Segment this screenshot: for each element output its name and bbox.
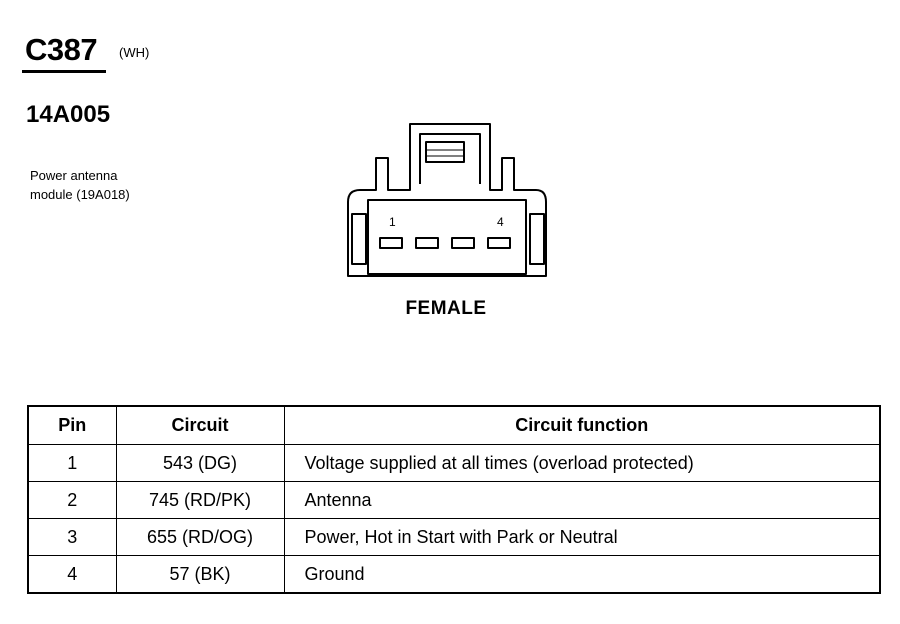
connector-color: (WH) bbox=[119, 45, 150, 60]
header-pin: Pin bbox=[27, 405, 117, 445]
function-cell: Ground bbox=[283, 555, 881, 594]
latch-lock-tab bbox=[425, 141, 465, 163]
header-circuit: Circuit bbox=[115, 405, 285, 445]
connector-gender: FEMALE bbox=[405, 298, 487, 319]
connector-code-underline bbox=[22, 70, 106, 73]
pin-cell: 2 bbox=[27, 481, 117, 519]
pin-label-first: 1 bbox=[389, 215, 396, 229]
pin-cell: 4 bbox=[27, 555, 117, 594]
connector-inner-face bbox=[367, 199, 527, 275]
function-cell: Voltage supplied at all times (overload … bbox=[283, 444, 881, 482]
circuit-cell: 745 (RD/PK) bbox=[115, 481, 285, 519]
part-number: 14A005 bbox=[26, 101, 111, 128]
terminal-cavity-2 bbox=[415, 237, 439, 249]
connector-code: C387 bbox=[25, 32, 98, 67]
header-circuit-function: Circuit function bbox=[283, 405, 881, 445]
table-row: 1 543 (DG) Voltage supplied at all times… bbox=[27, 444, 881, 482]
table-row: 2 745 (RD/PK) Antenna bbox=[27, 481, 881, 519]
connector-latch bbox=[419, 133, 481, 184]
pin-cell: 3 bbox=[27, 518, 117, 556]
circuit-cell: 57 (BK) bbox=[115, 555, 285, 594]
connector-description: Power antenna module (19A018) bbox=[30, 166, 130, 204]
circuit-cell: 655 (RD/OG) bbox=[115, 518, 285, 556]
connector-face-diagram: 1 4 bbox=[347, 123, 547, 277]
pin-label-last: 4 bbox=[497, 215, 504, 229]
table-row: 3 655 (RD/OG) Power, Hot in Start with P… bbox=[27, 518, 881, 556]
pin-table: Pin Circuit Circuit function 1 543 (DG) … bbox=[27, 405, 881, 594]
right-side-rib bbox=[529, 213, 545, 265]
function-cell: Antenna bbox=[283, 481, 881, 519]
terminal-cavity-1 bbox=[379, 237, 403, 249]
description-line-1: Power antenna bbox=[30, 168, 118, 183]
left-side-rib bbox=[351, 213, 367, 265]
terminal-cavity-3 bbox=[451, 237, 475, 249]
terminal-cavity-4 bbox=[487, 237, 511, 249]
function-cell: Power, Hot in Start with Park or Neutral bbox=[283, 518, 881, 556]
pin-cell: 1 bbox=[27, 444, 117, 482]
connector-housing-outline bbox=[347, 123, 547, 277]
table-row: 4 57 (BK) Ground bbox=[27, 555, 881, 594]
description-line-2: module (19A018) bbox=[30, 187, 130, 202]
circuit-cell: 543 (DG) bbox=[115, 444, 285, 482]
table-header-row: Pin Circuit Circuit function bbox=[27, 405, 881, 445]
